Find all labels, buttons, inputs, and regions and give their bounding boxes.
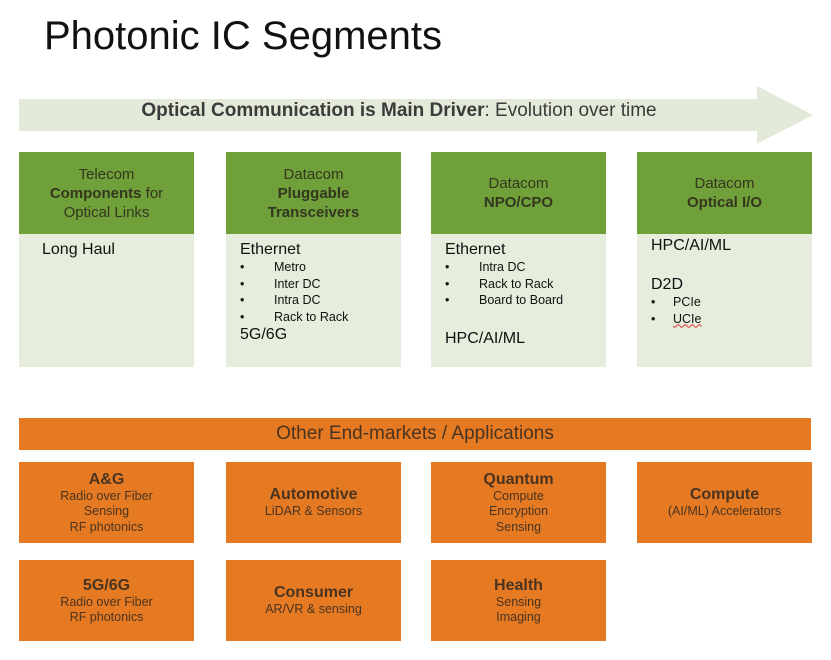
bullet-list: PCIe UCIe [651, 294, 812, 327]
market-sub: Radio over Fiber [60, 488, 153, 503]
market-box: Consumer AR/VR & sensing [226, 560, 401, 641]
header-line: Datacom [694, 175, 755, 192]
body-text: HPC/AI/ML [651, 237, 732, 254]
market-title: 5G/6G [82, 576, 131, 594]
segment-pluggable: Datacom Pluggable Transceivers Ethernet … [226, 152, 401, 367]
segment-body: Ethernet Intra DC Rack to Rack Board to … [431, 234, 606, 348]
segment-body: HPC/AI/ML D2D PCIe UCIe [637, 234, 812, 327]
list-item: Rack to Rack [240, 309, 401, 326]
market-title: A&G [88, 470, 125, 488]
list-item: PCIe [651, 294, 812, 311]
evolution-arrow [19, 86, 813, 144]
segment-header: Datacom Optical I/O [637, 152, 812, 234]
segment-body: Long Haul [19, 234, 194, 259]
segment-body: Ethernet Metro Inter DC Intra DC Rack to… [226, 234, 401, 344]
market-title: Automotive [269, 486, 358, 504]
market-box: A&G Radio over Fiber Sensing RF photonic… [19, 462, 194, 543]
header-line: Optical Links [63, 203, 150, 221]
market-box: Automotive LiDAR & Sensors [226, 462, 401, 543]
body-text: D2D [651, 276, 684, 293]
header-line: Telecom [78, 165, 135, 183]
market-title: Consumer [273, 584, 354, 602]
market-sub: Compute [493, 488, 544, 503]
segment-header: Telecom Components for Optical Links [19, 152, 194, 234]
market-sub: (AI/ML) Accelerators [667, 504, 782, 519]
market-title: Health [494, 576, 543, 594]
list-item: Board to Board [445, 292, 606, 309]
body-text: Ethernet [445, 241, 506, 258]
body-text: Long Haul [42, 241, 115, 258]
list-item: Inter DC [240, 276, 401, 293]
arrow-label: Optical Communication is Main Driver: Ev… [19, 100, 779, 122]
header-bold: Pluggable [277, 184, 350, 202]
list-item: UCIe [651, 311, 812, 328]
header-line: Components for [50, 184, 163, 203]
page-title: Photonic IC Segments [44, 14, 442, 58]
market-box: Quantum Compute Encryption Sensing [431, 462, 606, 543]
market-box: Health Sensing Imaging [431, 560, 606, 641]
header-line: Datacom [488, 175, 549, 192]
market-sub: RF photonics [69, 519, 144, 534]
market-title: Compute [689, 486, 760, 504]
segment-header: Datacom NPO/CPO [431, 152, 606, 234]
list-item: Intra DC [240, 292, 401, 309]
other-markets-banner: Other End-markets / Applications [19, 418, 811, 450]
market-sub: AR/VR & sensing [265, 602, 362, 617]
arrow-label-bold: Optical Communication is Main Driver [141, 100, 485, 121]
bullet-list: Intra DC Rack to Rack Board to Board [445, 259, 606, 309]
header-line: Datacom [283, 165, 344, 183]
header-bold: NPO/CPO [483, 194, 554, 211]
list-item: Intra DC [445, 259, 606, 276]
market-sub: Encryption [488, 504, 549, 519]
market-sub: RF photonics [69, 610, 144, 624]
market-box: Compute (AI/ML) Accelerators [637, 462, 812, 543]
bullet-list: Metro Inter DC Intra DC Rack to Rack [240, 259, 401, 325]
list-item-text: UCIe [673, 311, 702, 326]
body-text: Ethernet [240, 241, 301, 258]
header-rest: for [141, 184, 164, 202]
header-bold: Components [49, 184, 142, 202]
market-sub: Imaging [496, 610, 541, 624]
header-bold: Optical I/O [686, 194, 762, 211]
market-box: 5G/6G Radio over Fiber RF photonics [19, 560, 194, 641]
segment-npo-cpo: Datacom NPO/CPO Ethernet Intra DC Rack t… [431, 152, 606, 367]
segment-telecom: Telecom Components for Optical Links Lon… [19, 152, 194, 367]
body-text: HPC/AI/ML [445, 329, 526, 347]
market-sub: LiDAR & Sensors [264, 504, 363, 519]
segment-optical-io: Datacom Optical I/O HPC/AI/ML D2D PCIe U… [637, 152, 812, 367]
market-title: Quantum [483, 470, 554, 488]
list-item: Metro [240, 259, 401, 276]
market-sub: Radio over Fiber [60, 594, 153, 609]
market-sub: Sensing [495, 519, 542, 534]
list-item: Rack to Rack [445, 276, 606, 293]
segment-header: Datacom Pluggable Transceivers [226, 152, 401, 234]
body-text: 5G/6G [240, 326, 288, 343]
market-sub: Sensing [83, 504, 130, 519]
header-bold: Transceivers [267, 203, 360, 221]
market-sub: Sensing [495, 594, 542, 609]
arrow-label-rest: : Evolution over time [484, 100, 657, 121]
